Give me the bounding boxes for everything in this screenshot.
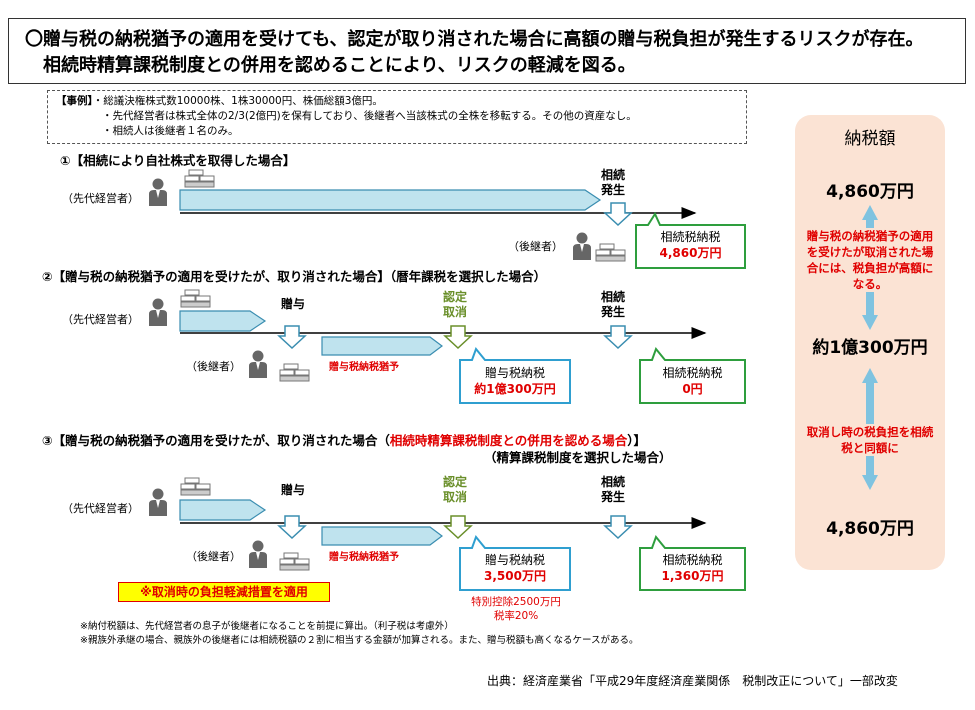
inherit-arrow-1 [604,202,632,226]
inherit-tax-text-2: 相続税納税 0円 [640,365,745,397]
holding-bar-1 [179,189,602,211]
deferral-label-3: 贈与税納税猶予 [329,552,399,563]
gift-tax-amount-2: 約1億300万円 [474,382,556,396]
inherit-tax-box-2 [639,347,746,404]
cancel-label-3: 認定 取消 [443,475,467,505]
cancel-label-2: 認定 取消 [443,290,467,320]
header-line2: 相続時精算課税制度との併用を認めることにより、リスクの軽減を図る。 [43,55,636,76]
gift-tax-label-2: 贈与税納税 [484,366,545,380]
example-line-1: ・総議決権株式数10000株、1株30000円、株価総額3億円。 [92,95,383,107]
successor-label-1: （後継者） [508,240,563,253]
section3-title-a: ③【贈与税の納税猶予の適用を受けたが、取り消された場合（ [42,433,390,448]
inherit-tax-box-1 [635,211,746,269]
predecessor-icon-1 [149,178,167,206]
shares-icon-1 [184,169,215,188]
gift-tax-note-1: 特別控除2500万円 [471,596,561,608]
inherit-tax-text-1: 相続税納税 4,860万円 [636,229,745,261]
predecessor-icon-3 [149,488,167,516]
section3-title: ③【贈与税の納税猶予の適用を受けたが、取り消された場合（相続時精算課税制度との併… [42,430,646,449]
side-value-1: 4,860万円 [826,182,914,202]
predecessor-label-3: （先代経営者） [62,502,139,515]
section3-subtitle: （精算課税制度を選択した場合） [484,450,672,465]
cancel-label-3b: 取消 [443,490,468,504]
inherit-label-3: 相続 発生 [601,475,625,505]
cancel-label-2a: 認定 [443,290,468,304]
example-line-2: ・先代経営者は株式全体の2/3(2億円)を保有しており、後継者へ当該株式の全株を… [102,110,637,122]
inherit-label-2a: 相続 [601,290,626,304]
gift-tax-notes-3: 特別控除2500万円 税率20% [462,595,570,623]
cancel-label-2b: 取消 [443,305,468,319]
predecessor-label-1: （先代経営者） [62,192,139,205]
side-value-3: 4,860万円 [826,519,914,539]
inherit-label-1: 相続 発生 [601,168,625,198]
shares-icon-1b [595,243,626,262]
gift-tax-box-2 [459,347,571,404]
section3-title-b: ）】 [627,433,646,448]
deferral-label-2: 贈与税納税猶予 [329,362,399,373]
side-note-1: 贈与税の納税猶予の適用を受けたが取消された場合には、税負担が高額になる。 [803,228,937,292]
successor-icon-1 [573,232,591,260]
inherit-tax-label-2: 相続税納税 [662,366,723,380]
inherit-label-3b: 発生 [601,490,626,504]
example-tag: 【事例】 [56,95,93,107]
inherit-tax-label-3: 相続税納税 [662,553,723,567]
side-title: 納税額 [844,129,896,149]
shares-icon-3b [279,552,310,571]
inherit-label-2: 相続 発生 [601,290,625,320]
predecessor-icon-2 [149,298,167,326]
inherit-label-2b: 発生 [601,305,626,319]
inherit-label-3a: 相続 [601,475,626,489]
holding-bar-2 [179,310,267,332]
shares-icon-2 [180,289,211,308]
cancel-arrow-3 [444,515,472,539]
gift-tax-note-2: 税率20% [493,610,539,622]
successor-label-3: （後継者） [186,550,241,563]
predecessor-label-2: （先代経営者） [62,313,139,326]
successor-icon-3 [249,540,267,568]
inherit-arrow-3 [604,515,632,539]
holding-bar-3 [179,499,267,521]
tax-amount-panel [795,115,945,570]
cancel-arrow-2 [444,325,472,349]
deferral-bar-2 [321,336,443,356]
gift-arrow-2 [278,325,306,349]
footnote-2: ※親族外承継の場合、親族外の後継者には相続税額の２割に相当する金額が加算される。… [80,635,639,646]
successor-label-2: （後継者） [186,360,241,373]
side-value-2: 約1億300万円 [812,338,928,358]
inherit-tax-amount-2: 0円 [682,382,703,396]
inherit-label-1b: 発生 [601,183,626,197]
gift-tax-text-3: 贈与税納税 3,500万円 [460,552,570,584]
gift-tax-label-3: 贈与税納税 [484,553,545,567]
cancel-label-3a: 認定 [443,475,468,489]
header-box: 〇贈与税の納税猶予の適用を受けても、認定が取り消された場合に高額の贈与税負担が発… [8,18,966,84]
inherit-tax-text-3: 相続税納税 1,360万円 [640,552,745,584]
footnote-1: ※納付税額は、先代経営者の息子が後継者になることを前提に算出。（利子税は考慮外） [80,621,454,632]
gift-label-2: 贈与 [281,297,306,311]
deferral-bar-3 [321,526,443,546]
gift-arrow-3 [278,515,306,539]
gift-tax-text-2: 贈与税納税 約1億300万円 [460,365,570,397]
burden-relief-note: ※取消時の負担軽減措置を適用 [118,582,330,602]
section1-title: ①【相続により自社株式を取得した場合】 [60,153,296,168]
shares-icon-2b [279,363,310,382]
gift-label-3: 贈与 [281,483,306,497]
side-note-2: 取消し時の税負担を相続税と同額に [803,424,937,456]
inherit-tax-amount-1: 4,860万円 [659,246,722,260]
source-citation: 出典：経済産業省「平成29年度経済産業関係 税制改正について」一部改変 [487,674,898,688]
example-line-3: ・相続人は後継者１名のみ。 [102,125,239,137]
inherit-tax-box-3 [639,535,746,591]
section3-title-red: 相続時精算課税制度との併用を認める場合 [389,433,628,448]
inherit-tax-amount-3: 1,360万円 [661,569,724,583]
inherit-arrow-2 [604,325,632,349]
header-line1: 〇贈与税の納税猶予の適用を受けても、認定が取り消された場合に高額の贈与税負担が発… [25,29,924,50]
section2-title: ②【贈与税の納税猶予の適用を受けたが、取り消された場合】（暦年課税を選択した場合… [42,269,547,284]
gift-tax-amount-3: 3,500万円 [484,569,546,583]
inherit-tax-label-1: 相続税納税 [660,230,721,244]
successor-icon-2 [249,350,267,378]
example-box: 【事例】・総議決権株式数10000株、1株30000円、株価総額3億円。 ・先代… [47,90,747,144]
shares-icon-3 [180,477,211,496]
gift-tax-box-3 [459,535,571,591]
inherit-label-1a: 相続 [601,168,626,182]
